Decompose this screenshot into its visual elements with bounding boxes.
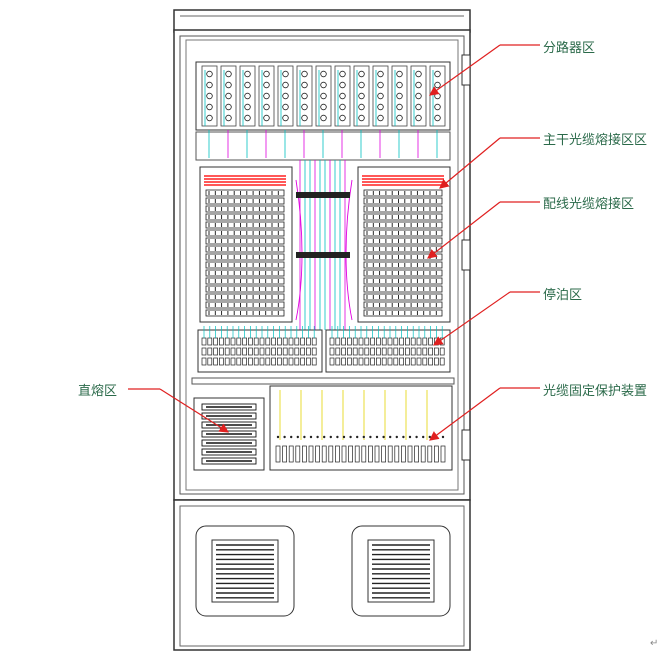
label-direct-splice-zone: 直熔区 — [78, 384, 118, 399]
central-routing — [296, 160, 350, 330]
vent-right — [351, 525, 451, 617]
splitter-zone — [195, 61, 451, 161]
callout-arrows — [128, 44, 540, 441]
parking-zone — [197, 326, 451, 373]
direct-splice-zone — [193, 397, 265, 471]
label-splitter-zone: 分路器区 — [543, 41, 596, 56]
cable-fixing-device — [269, 385, 453, 471]
footer-return-mark: ↵ — [650, 638, 659, 649]
cabinet-top-cap — [173, 9, 471, 33]
vent-left — [195, 525, 295, 617]
label-trunk-splice-zone: 主干光缆熔接区区 — [543, 133, 648, 148]
label-parking-zone: 停泊区 — [543, 288, 583, 303]
label-cable-fixing-device: 光缆固定保护装置 — [543, 384, 648, 399]
label-distribution-splice-zone: 配线光缆熔接区 — [543, 197, 635, 212]
splice-tray-right — [345, 166, 451, 323]
splice-tray-left — [199, 166, 303, 323]
